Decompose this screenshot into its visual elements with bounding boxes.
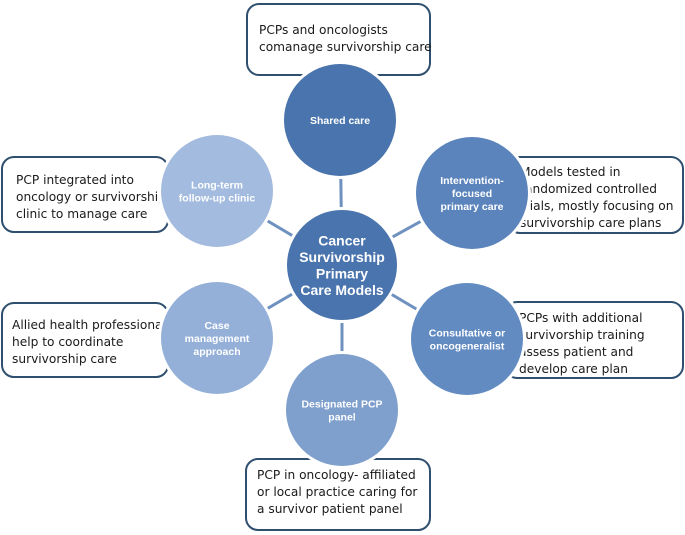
designated-pcp-panel-description: PCP in oncology- affiliated or local prac… (257, 468, 418, 516)
consultative-description-line: survivorship training (519, 328, 645, 342)
intervention-focused-description-line: randomized controlled (520, 182, 657, 196)
long-term-follow-up-label-line: follow-up clinic (179, 193, 256, 205)
intervention-focused-description-line: survivorship care plans (520, 216, 661, 230)
intervention-focused-label-line: Intervention- (440, 175, 504, 187)
designated-pcp-panel-label-line: Designated PCP (301, 399, 382, 411)
shared-care-description-line: PCPs and oncologists (259, 23, 388, 37)
center-title-line: Primary (316, 265, 368, 281)
long-term-follow-up-description-line: clinic to manage care (16, 207, 147, 221)
shared-care-node (284, 64, 396, 176)
consultative-label-line: Consultative or (429, 328, 505, 340)
consultative-description-line: PCPs with additional (519, 311, 642, 325)
intervention-focused-label-line: primary care (440, 201, 503, 213)
center-title-line: Survivorship (299, 249, 385, 265)
case-management-node (161, 282, 273, 394)
shared-care-label: Shared care (310, 115, 370, 127)
case-management-description: Allied health professionals help to coord… (12, 318, 172, 366)
long-term-follow-up-description-line: PCP integrated into (16, 173, 134, 187)
case-management-label-line: approach (193, 346, 240, 358)
case-management-description-line: help to coordinate (12, 335, 123, 349)
description-boxes: PCPs and oncologists comanage survivorshi… (1, 3, 684, 531)
designated-pcp-panel-description-line: or local practice caring for (257, 485, 418, 499)
center-node-circle (287, 210, 397, 320)
shared-care-description: PCPs and oncologists comanage survivorshi… (259, 23, 432, 54)
intervention-focused-description-line: trials, mostly focusing on (520, 199, 673, 213)
consultative-label-line: oncogeneralist (430, 341, 505, 353)
case-management-description-line: Allied health professionals (12, 318, 172, 332)
case-management-description-line: survivorship care (12, 352, 117, 366)
intervention-focused-description-line: Models tested in (520, 165, 620, 179)
designated-pcp-panel-node (286, 354, 398, 466)
center-title-line: Care Models (300, 282, 383, 298)
designated-pcp-panel-description-line: PCP in oncology- affiliated (257, 468, 416, 482)
consultative-description: PCPs with additional survivorship trainin… (519, 311, 645, 376)
consultative-description-line: develop care plan (519, 362, 628, 376)
long-term-follow-up-label-line: Long-term (191, 180, 243, 192)
long-term-follow-up-description: PCP integrated into oncology or survivors… (16, 173, 166, 221)
case-management-label-line: Case (204, 320, 229, 332)
intervention-focused-label-line: focused (452, 188, 492, 200)
center-title-line: Cancer (318, 232, 366, 248)
long-term-follow-up-node (161, 135, 273, 247)
consultative-description-line: assess patient and (519, 345, 633, 359)
designated-pcp-panel-description-line: a survivor patient panel (257, 502, 403, 516)
intervention-focused-description: Models tested in randomized controlled tri… (520, 165, 673, 230)
shared-care-label-line: Shared care (310, 115, 370, 127)
designated-pcp-panel-label-line: panel (328, 412, 356, 424)
intervention-focused-node (416, 137, 528, 249)
case-management-label-line: management (185, 333, 250, 345)
long-term-follow-up-description-line: oncology or survivorship (16, 190, 166, 204)
shared-care-description-line: comanage survivorship care (259, 40, 432, 54)
consultative-node (411, 283, 523, 395)
